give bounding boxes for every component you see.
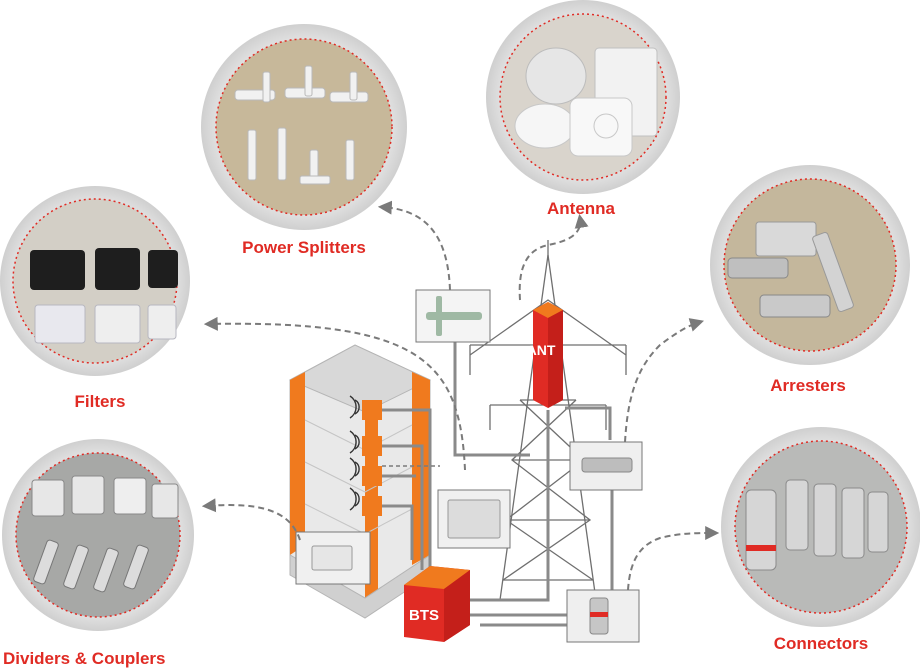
arrow-to-antenna bbox=[518, 213, 589, 301]
bts-label: BTS bbox=[409, 607, 439, 624]
arresters-label: Arresters bbox=[770, 376, 846, 395]
splitter-thumbnail bbox=[415, 289, 491, 343]
dividers-couplers-label: Dividers & Couplers bbox=[3, 649, 166, 668]
arrow-to-power-splitters bbox=[377, 200, 451, 291]
power-splitters-label: Power Splitters bbox=[242, 238, 366, 257]
arrester-thumbnail bbox=[569, 441, 643, 491]
antenna-photo bbox=[486, 0, 680, 194]
antenna-label: Antenna bbox=[547, 199, 615, 218]
coupler-thumbnail bbox=[295, 531, 371, 585]
arrow-to-dividers-couplers bbox=[201, 498, 301, 541]
connector-thumbnail bbox=[566, 589, 640, 643]
ant-label: ANT bbox=[527, 342, 556, 358]
ant-box: ANT bbox=[527, 302, 563, 408]
dividers-couplers-photo bbox=[2, 439, 194, 631]
filters-photo bbox=[0, 186, 190, 376]
connectors-label: Connectors bbox=[773, 634, 869, 653]
arrow-to-filters bbox=[203, 316, 466, 471]
filter-thumbnail bbox=[437, 489, 511, 549]
bts-cube: BTS bbox=[404, 566, 470, 642]
dashed-arrows bbox=[201, 200, 720, 591]
arrow-to-connectors bbox=[627, 526, 720, 591]
indoor-units bbox=[349, 395, 382, 516]
power-splitters-photo bbox=[201, 24, 407, 230]
arresters-photo bbox=[710, 165, 910, 365]
connectors-photo bbox=[721, 427, 920, 627]
filters-label: Filters bbox=[74, 392, 126, 411]
arrow-to-arresters bbox=[624, 318, 705, 443]
